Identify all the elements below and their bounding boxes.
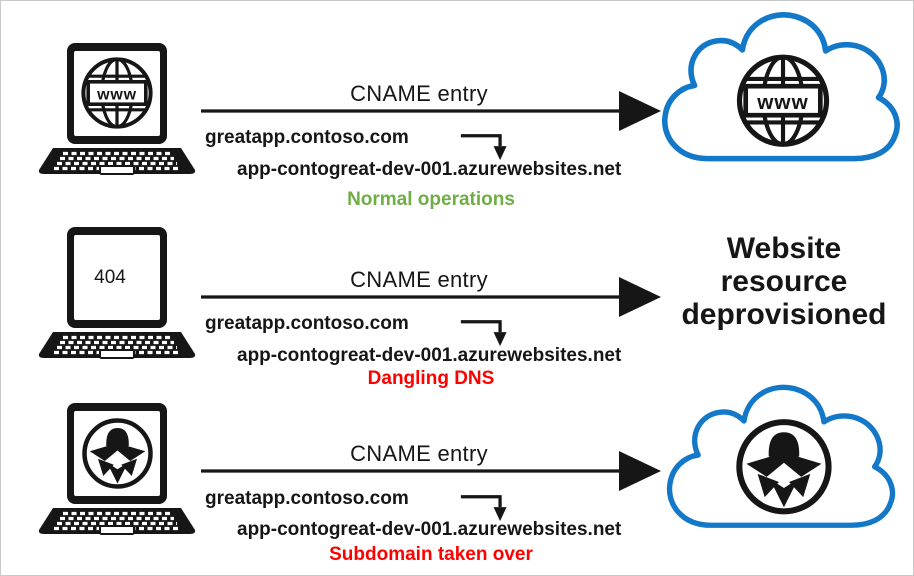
target-domain-text: app-contogreat-dev-001.azurewebsites.net (237, 519, 622, 540)
cname-entry-label: CNAME entry (350, 81, 488, 106)
source-domain-text: greatapp.contoso.com (205, 488, 409, 509)
maps-to-arrow-icon (459, 133, 515, 161)
cname-entry-label: CNAME entry (350, 441, 488, 466)
laptop-www-icon: www (37, 43, 197, 178)
globe-www-icon: www (81, 57, 153, 129)
globe-www-label: www (756, 91, 808, 114)
laptop-404-icon: 404 (37, 227, 197, 362)
target-domain-text: app-contogreat-dev-001.azurewebsites.net (237, 159, 622, 180)
cloud-www-icon: www (655, 6, 909, 169)
globe-www-icon: www (736, 54, 830, 147)
maps-to-arrow-icon (459, 494, 515, 522)
source-domain-text: greatapp.contoso.com (205, 127, 409, 148)
deprovisioned-text: Website resource deprovisioned (681, 232, 887, 331)
status-label-dangling-dns: Dangling DNS (367, 368, 495, 389)
status-label-normal-operations: Normal operations (347, 189, 515, 210)
cloud-attacker-icon (655, 379, 909, 535)
target-domain-text: app-contogreat-dev-001.azurewebsites.net (237, 345, 622, 366)
laptop-404-label: 404 (94, 267, 126, 288)
status-label-subdomain-taken-over: Subdomain taken over (329, 544, 533, 565)
globe-www-label: www (96, 86, 137, 103)
laptop-chassis-icon (39, 227, 195, 358)
cname-entry-label: CNAME entry (350, 267, 488, 292)
cname-arrow (201, 449, 661, 493)
maps-to-arrow-icon (459, 319, 515, 347)
laptop-attacker-icon (37, 403, 197, 538)
source-domain-text: greatapp.contoso.com (205, 313, 409, 334)
